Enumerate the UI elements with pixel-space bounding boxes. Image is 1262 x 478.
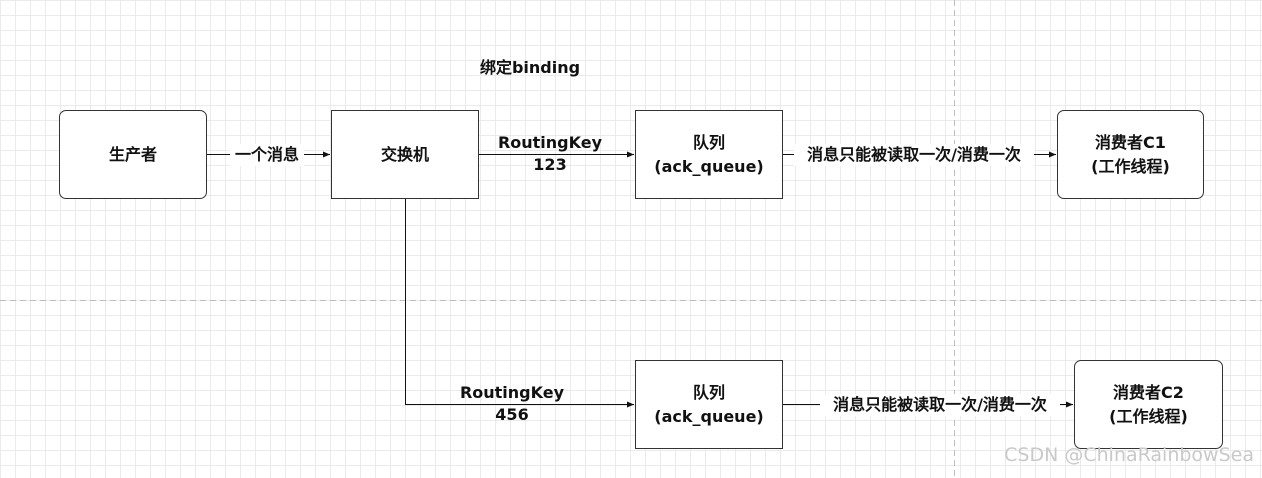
watermark: CSDN @ChinaRainbowSea bbox=[1004, 444, 1254, 466]
queue2-node: 队列 (ack_queue) bbox=[635, 360, 783, 449]
edge-label-routing-key-123: RoutingKey 123 bbox=[497, 133, 603, 174]
edge-label-one-message: 一个消息 bbox=[230, 144, 304, 166]
producer-node: 生产者 bbox=[59, 110, 207, 199]
binding-label: 绑定binding bbox=[479, 58, 581, 77]
edge-label-queue2-consume-once: 消息只能被读取一次/消费一次 bbox=[820, 394, 1060, 416]
consumer1-node: 消费者C1 (工作线程) bbox=[1057, 110, 1204, 199]
queue1-node: 队列 (ack_queue) bbox=[635, 110, 783, 199]
edge-label-routing-key-456: RoutingKey 456 bbox=[459, 383, 565, 424]
edge-label-queue1-consume-once: 消息只能被读取一次/消费一次 bbox=[794, 144, 1034, 166]
consumer2-node: 消费者C2 (工作线程) bbox=[1074, 360, 1223, 449]
exchange-node: 交换机 bbox=[331, 110, 479, 199]
edge-exchange-queue2 bbox=[405, 199, 634, 408]
